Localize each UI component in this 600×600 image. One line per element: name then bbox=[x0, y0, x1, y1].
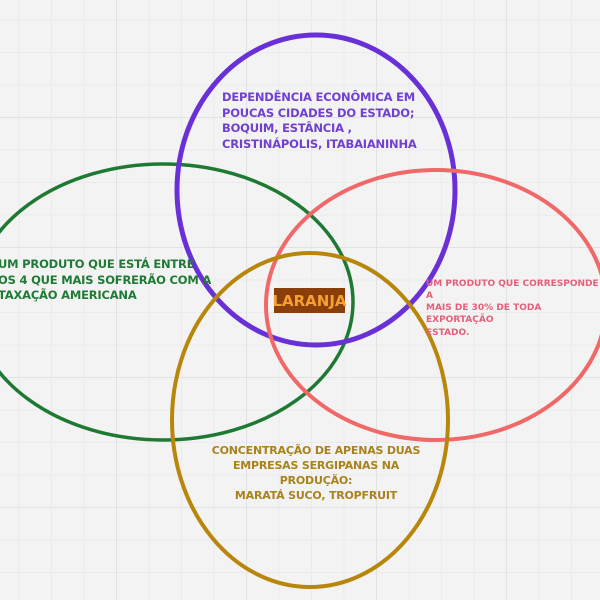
gold-circle bbox=[170, 251, 450, 589]
purple-set-text: DEPENDÊNCIA ECONÔMICA EM POUCAS CIDADES … bbox=[222, 90, 417, 151]
gold-set-text: CONCENTRAÇÃO DE APENAS DUAS EMPRESAS SER… bbox=[211, 444, 421, 502]
green-set-text: UM PRODUTO QUE ESTÁ ENTRE OS 4 QUE MAIS … bbox=[0, 257, 212, 303]
red-set-text: UM PRODUTO QUE CORRESPONDE A MAIS DE 30%… bbox=[426, 279, 599, 338]
red-circle bbox=[264, 168, 600, 442]
center-label: LARANJA bbox=[272, 288, 347, 313]
green-circle bbox=[0, 162, 355, 442]
purple-circle bbox=[174, 32, 458, 348]
